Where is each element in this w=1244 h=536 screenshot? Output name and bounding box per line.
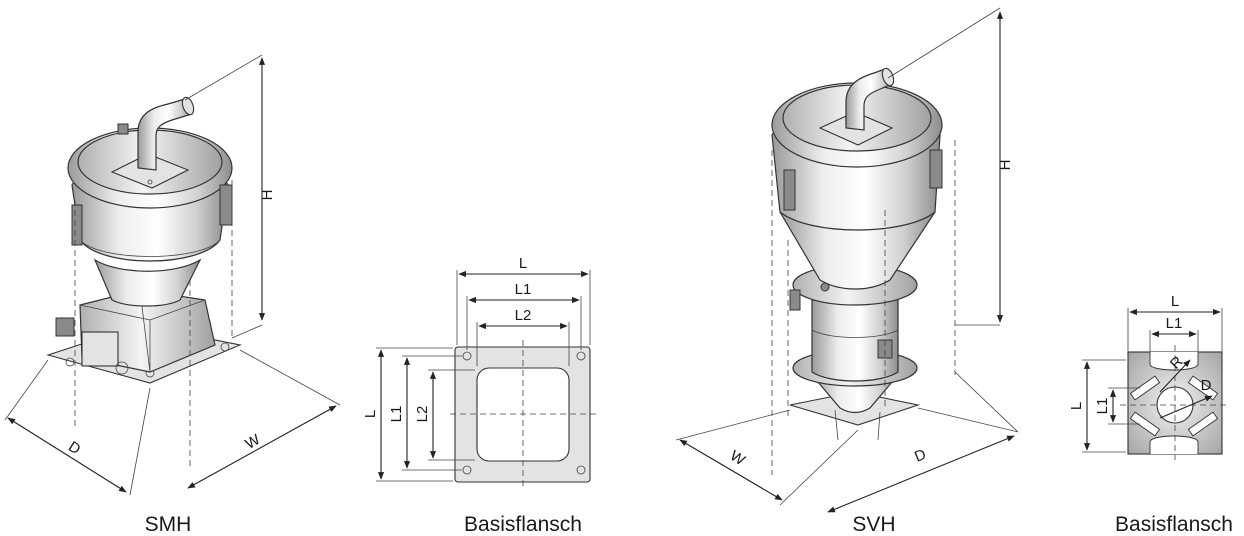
square-flange-dim-l2: L2 — [515, 307, 532, 324]
round-flange-dim-l1: L1 — [1166, 315, 1183, 332]
square-flange-dim-l: L — [519, 255, 527, 272]
svh-dim-depth: D — [912, 446, 929, 466]
round-flange-dim-l-vertical: L — [1068, 402, 1085, 410]
svh-figure: H W D SVH — [675, 7, 1019, 536]
smh-dim-width: W — [242, 431, 263, 453]
round-flange-dim-l1-vertical: L1 — [1094, 398, 1111, 415]
svh-caption: SVH — [852, 513, 895, 536]
smh-figure: H D W SMH — [4, 54, 341, 536]
smh-dim-height: H — [259, 190, 276, 201]
svh-dim-width: W — [727, 447, 749, 469]
square-flange-figure: L L1 L2 L L1 L2 Basisflansch — [362, 255, 598, 536]
square-flange-dim-l1-vertical: L1 — [388, 406, 405, 423]
round-flange-figure: L L1 R D L L1 Basisflansch — [1068, 293, 1233, 536]
square-flange-caption: Basisflansch — [464, 513, 582, 536]
round-flange-dim-diameter: D — [1201, 377, 1212, 394]
square-flange-dim-l2-vertical: L2 — [414, 406, 431, 423]
square-flange-dim-l-vertical: L — [362, 410, 379, 418]
svh-dim-height: H — [997, 160, 1014, 171]
svh-machine-drawing — [771, 67, 943, 441]
round-flange-drawing — [1120, 345, 1230, 460]
square-flange-drawing — [450, 340, 598, 490]
smh-caption: SMH — [145, 513, 192, 536]
round-flange-dim-l: L — [1171, 293, 1179, 310]
square-flange-dim-l1: L1 — [515, 281, 532, 298]
smh-machine-drawing — [46, 96, 242, 384]
round-flange-caption: Basisflansch — [1115, 513, 1233, 536]
